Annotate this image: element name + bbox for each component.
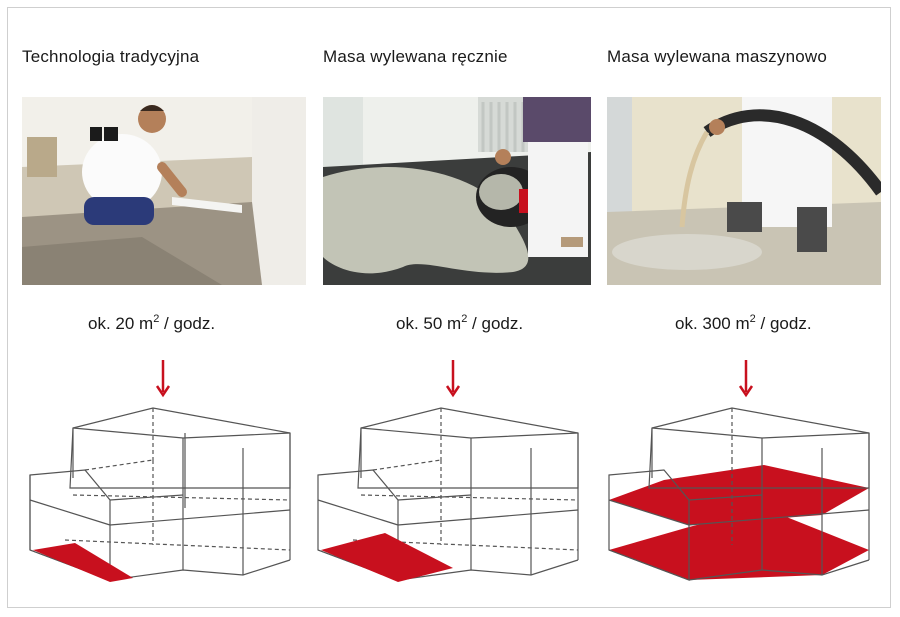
column-title: Masa wylewana maszynowo [607,47,828,66]
filled-floor-area [33,543,133,582]
filled-floor-area [609,465,869,525]
building-diagram [317,407,579,582]
throughput-rate: ok. 20 m2 / godz. [88,313,216,333]
filled-floor-area [609,508,869,580]
worker-pumping-hose-photo [607,97,881,285]
down-arrow-icon [738,360,754,398]
worker-pouring-bucket-photo [323,97,591,285]
throughput-rate: ok. 300 m2 / godz. [675,313,812,333]
column-title: Technologia tradycyjna [22,47,200,66]
building-diagram [608,407,870,581]
throughput-rate: ok. 50 m2 / godz. [396,313,524,333]
down-arrow-icon [445,360,461,398]
building-diagram [29,407,291,582]
filled-floor-area [321,533,453,582]
worker-kneeling-leveling-screed-photo [22,97,306,285]
outer-frame [7,7,891,608]
column-title: Masa wylewana ręcznie [323,47,508,66]
down-arrow-icon [155,360,171,398]
